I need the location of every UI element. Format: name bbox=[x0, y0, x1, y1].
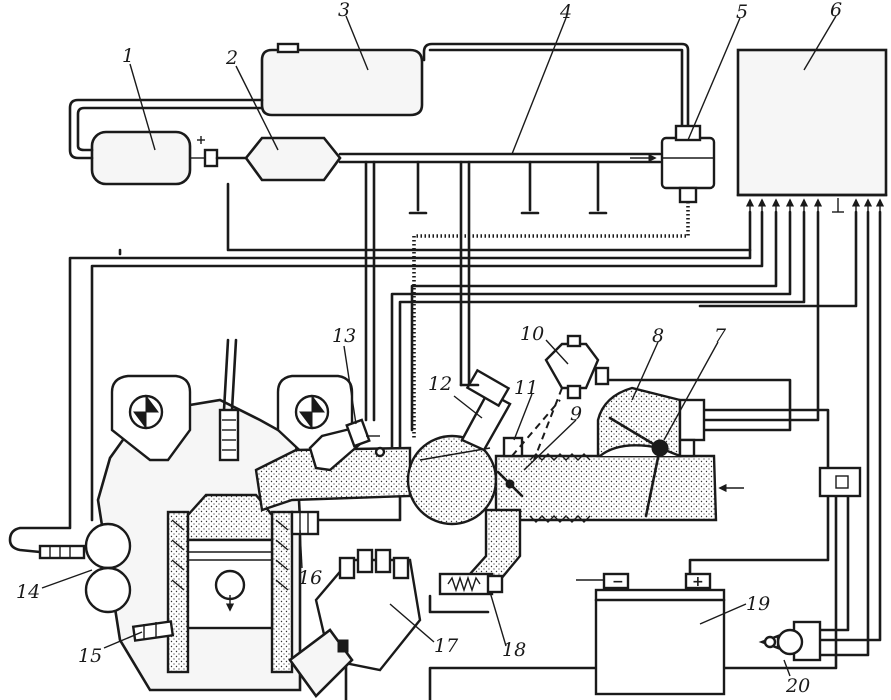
throttle-position-switch bbox=[502, 399, 561, 458]
air-flow-meter bbox=[596, 386, 706, 518]
idle-air-valve bbox=[438, 508, 522, 596]
callout-17: 17 bbox=[434, 635, 459, 657]
callouts: 1 2 3 4 5 6 7 8 9 10 11 12 13 14 15 16 1… bbox=[16, 0, 842, 697]
callout-16: 16 bbox=[298, 567, 322, 589]
ignition-switch bbox=[758, 620, 822, 662]
callout-18: 18 bbox=[502, 639, 526, 661]
callout-19: 19 bbox=[746, 593, 770, 615]
callout-5: 5 bbox=[736, 1, 748, 23]
callout-2: 2 bbox=[225, 47, 238, 69]
callout-11: 11 bbox=[514, 377, 538, 399]
callout-13: 13 bbox=[332, 325, 356, 347]
relay bbox=[818, 466, 862, 498]
throttle-tube bbox=[494, 453, 744, 523]
callout-12: 12 bbox=[428, 373, 452, 395]
callout-7: 7 bbox=[714, 325, 727, 347]
callout-4: 4 bbox=[559, 1, 572, 23]
pressure-regulator bbox=[660, 124, 716, 204]
oxygen-sensor bbox=[38, 522, 132, 614]
fuel-injector bbox=[308, 418, 386, 472]
intake-plenum bbox=[406, 368, 512, 526]
fuel-tank bbox=[260, 42, 424, 117]
callout-6: 6 bbox=[830, 0, 842, 21]
spark-plug bbox=[218, 338, 240, 462]
engine-block bbox=[96, 398, 302, 692]
callout-9: 9 bbox=[570, 403, 582, 425]
battery-positive-terminal: + bbox=[692, 574, 704, 590]
wiring-harness bbox=[8, 182, 882, 700]
callout-10: 10 bbox=[520, 323, 544, 345]
fuel-pump bbox=[90, 130, 219, 186]
coolant-temperature-sensor bbox=[290, 510, 320, 536]
fuel-rail bbox=[338, 152, 662, 422]
fuel-filter bbox=[215, 136, 342, 182]
callout-3: 3 bbox=[338, 0, 350, 21]
callout-14: 14 bbox=[16, 581, 40, 603]
callout-20: 20 bbox=[785, 675, 810, 697]
battery-negative-terminal: − bbox=[612, 574, 624, 590]
battery: − + bbox=[576, 572, 726, 696]
ignition-distributor bbox=[288, 548, 422, 698]
callout-1: 1 bbox=[122, 45, 134, 67]
engine-sensor bbox=[131, 620, 175, 642]
leader-lines bbox=[41, 15, 837, 677]
callout-8: 8 bbox=[652, 325, 664, 347]
electronic-control-unit bbox=[736, 48, 888, 213]
callout-15: 15 bbox=[78, 645, 102, 667]
